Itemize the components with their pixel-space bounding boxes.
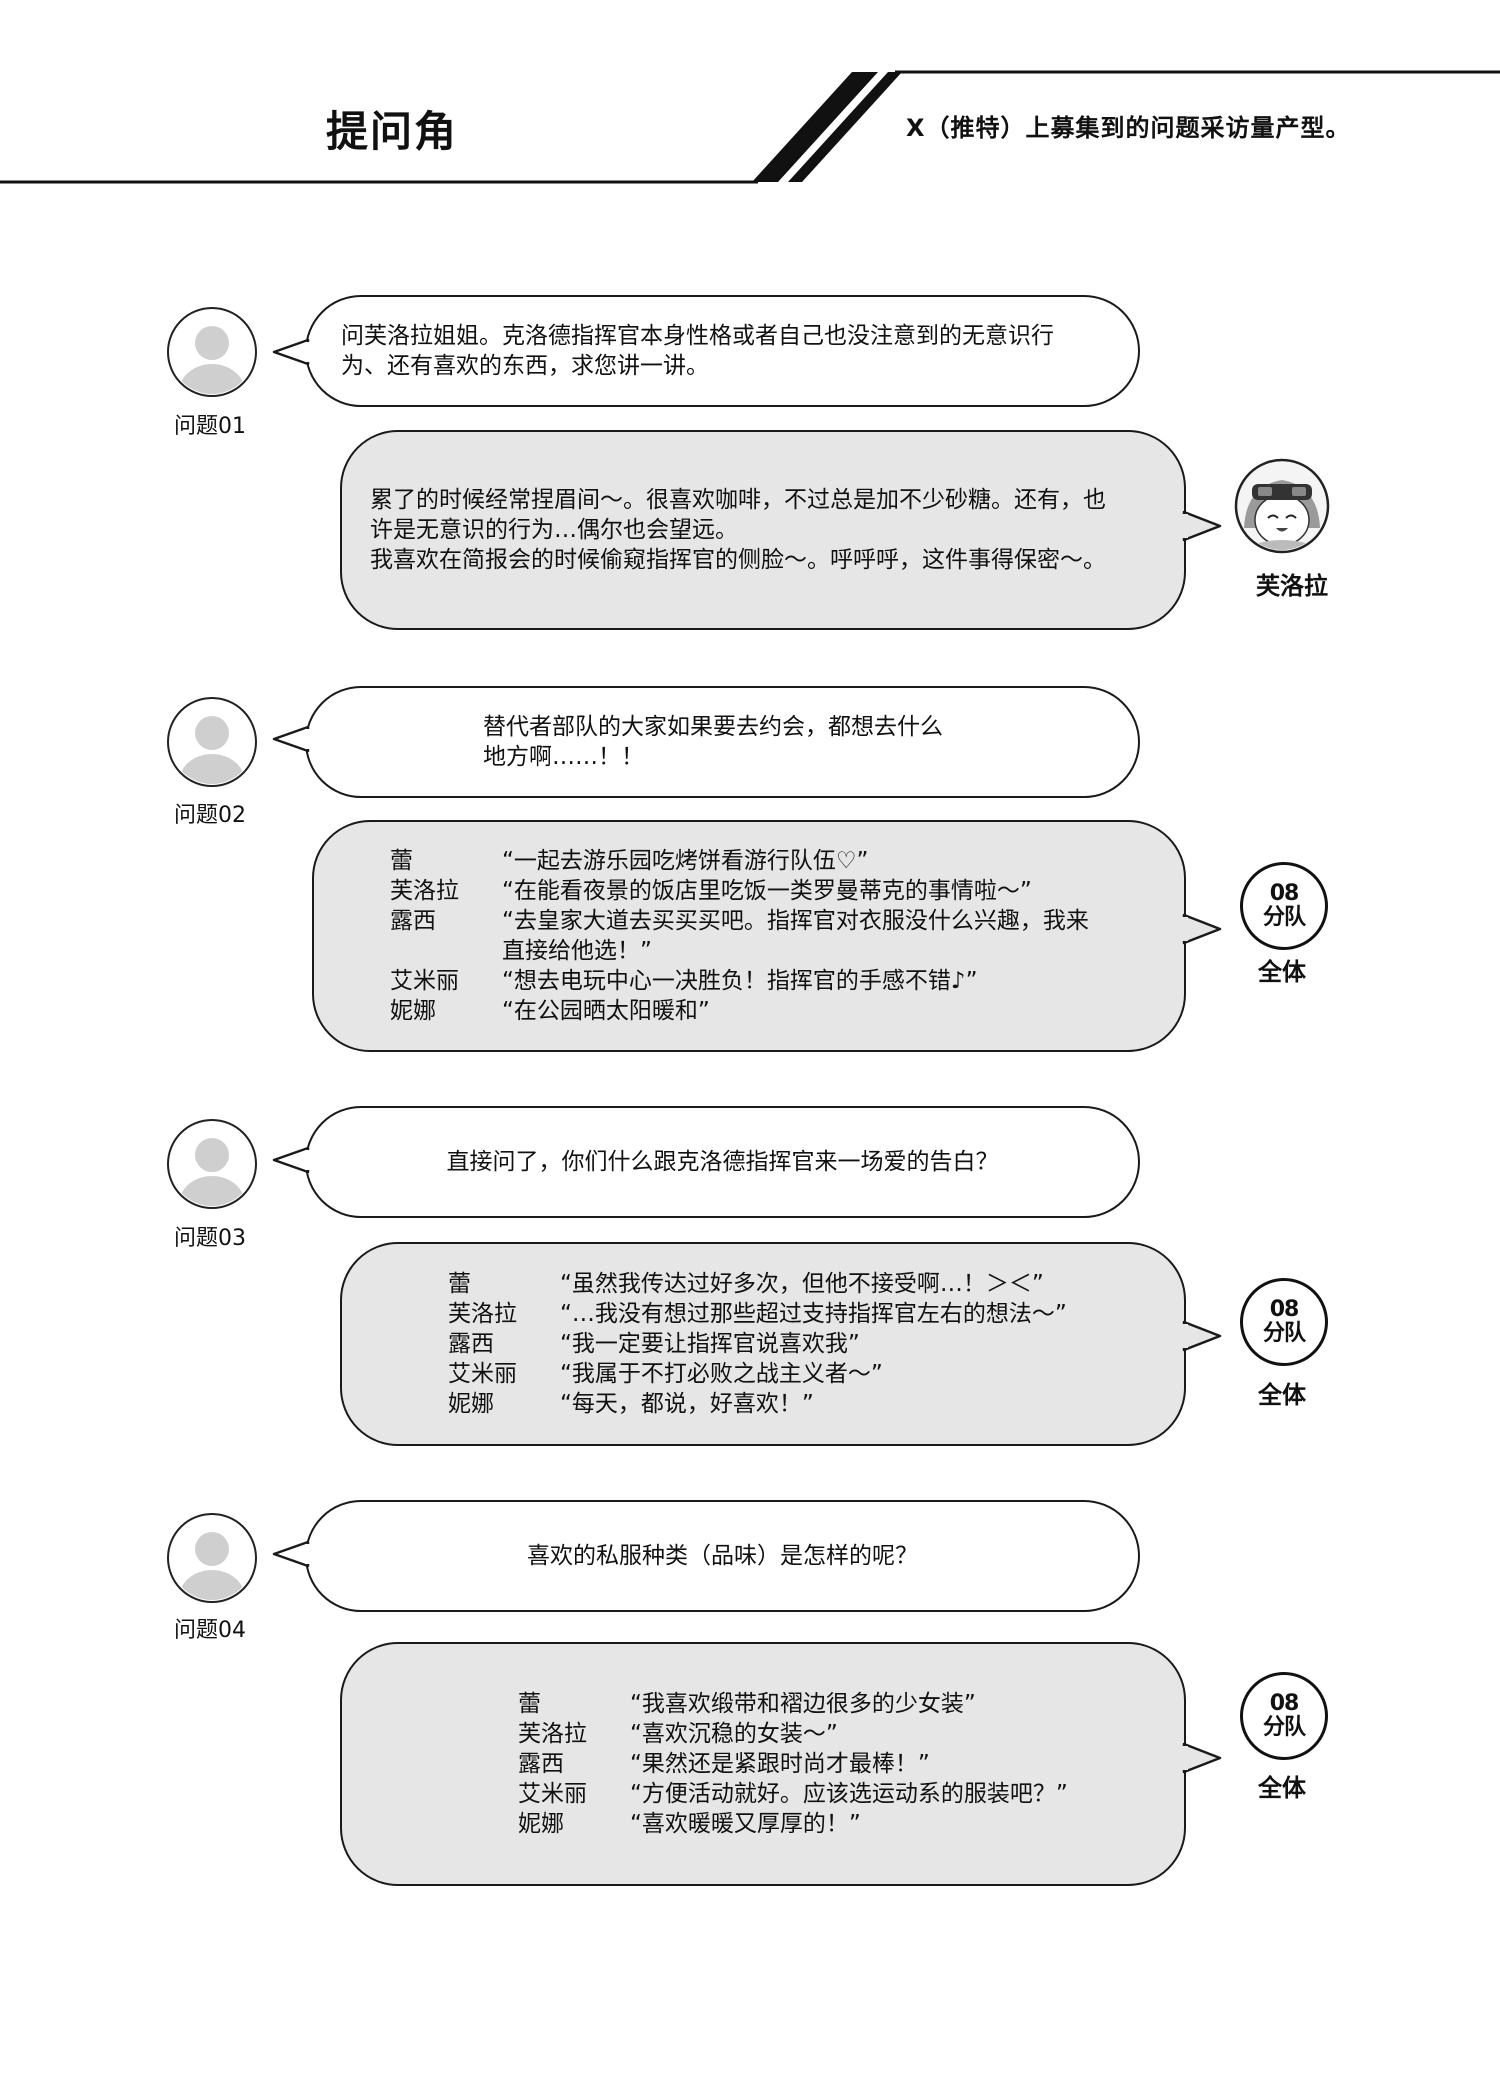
question-label: 问题03 [174, 1226, 246, 1251]
header-decoration [0, 70, 1500, 184]
badge-text: 分队 [1262, 1715, 1306, 1740]
answer-quote: “虽然我传达过好多次，但他不接受啊…！＞＜” [560, 1271, 1044, 1297]
page-title: 提问角 [326, 107, 459, 156]
answer-list: 蕾 “虽然我传达过好多次，但他不接受啊…！＞＜” 芙洛拉 “…我没有想过那些超过支持… [448, 1269, 1067, 1419]
speaker-name: 艾米丽 [518, 1781, 587, 1807]
squad-badge-icon: 08 分队 [1240, 1278, 1328, 1366]
badge-number: 08 [1269, 881, 1300, 906]
answer-list: 蕾 “我喜欢缎带和褶边很多的少女装” 芙洛拉 “喜欢沉稳的女装～” 露西 “果然还是紧… [518, 1689, 1068, 1839]
responder-name: 全体 [1258, 958, 1306, 986]
answer-row: 艾米丽 “想去电玩中心一决胜负！指挥官的手感不错♪” [390, 966, 1089, 996]
answer-quote: “每天，都说，好喜欢！” [560, 1391, 814, 1417]
bubble-tail [1182, 510, 1222, 542]
speaker-name: 蕾 [390, 848, 413, 874]
answer-bubble: 蕾 “一起去游乐园吃烤饼看游行队伍♡” 芙洛拉 “在能看夜景的饭店里吃饭一类罗曼蒂克… [312, 820, 1186, 1052]
answer-bubble: 蕾 “我喜欢缎带和褶边很多的少女装” 芙洛拉 “喜欢沉稳的女装～” 露西 “果然还是紧… [340, 1642, 1186, 1886]
answer-row: 芙洛拉 “喜欢沉稳的女装～” [518, 1719, 1068, 1749]
question-bubble: 问芙洛拉姐姐。克洛德指挥官本身性格或者自己也没注意到的无意识行 为、还有喜欢的东… [305, 295, 1140, 407]
question-text: 喜欢的私服种类（品味）是怎样的呢？ [527, 1543, 918, 1569]
speaker-name: 蕾 [518, 1691, 541, 1717]
question-bubble: 直接问了，你们什么跟克洛德指挥官来一场爱的告白？ [305, 1106, 1140, 1218]
question-text: 替代者部队的大家如果要去约会，都想去什么 地方啊……！！ [483, 714, 943, 770]
speaker-name: 艾米丽 [448, 1361, 517, 1387]
speaker-name: 妮娜 [518, 1811, 564, 1837]
bubble-tail [1182, 1320, 1222, 1352]
speaker-name: 露西 [390, 908, 436, 934]
answer-row: 芙洛拉 “…我没有想过那些超过支持指挥官左右的想法～” [448, 1299, 1067, 1329]
answer-bubble: 累了的时候经常捏眉间～。很喜欢咖啡，不过总是加不少砂糖。还有，也 许是无意识的行… [340, 430, 1186, 630]
speaker-name: 妮娜 [448, 1391, 494, 1417]
responder-name: 芙洛拉 [1256, 572, 1328, 600]
badge-number: 08 [1269, 1691, 1300, 1716]
answer-quote: “我喜欢缎带和褶边很多的少女装” [630, 1691, 976, 1717]
question-text: 问芙洛拉姐姐。克洛德指挥官本身性格或者自己也没注意到的无意识行 为、还有喜欢的东… [341, 323, 1054, 379]
question-bubble: 替代者部队的大家如果要去约会，都想去什么 地方啊……！！ [305, 686, 1140, 798]
answer-row: 艾米丽 “方便活动就好。应该选运动系的服装吧？” [518, 1779, 1068, 1809]
answer-quote: “我一定要让指挥官说喜欢我” [560, 1331, 860, 1357]
bubble-tail [1182, 1742, 1222, 1774]
answer-row: 蕾 “我喜欢缎带和褶边很多的少女装” [518, 1689, 1068, 1719]
speaker-name: 芙洛拉 [390, 878, 459, 904]
answer-quote: “方便活动就好。应该选运动系的服装吧？” [630, 1781, 1068, 1807]
question-label: 问题02 [174, 803, 246, 828]
answer-quote: “我属于不打必败之战主义者～” [560, 1361, 883, 1387]
answer-row: 蕾 “一起去游乐园吃烤饼看游行队伍♡” [390, 846, 1089, 876]
bubble-tail [272, 338, 310, 366]
character-avatar-icon [1234, 458, 1330, 558]
answer-quote: “想去电玩中心一决胜负！指挥官的手感不错♪” [502, 968, 978, 994]
answer-row: 芙洛拉 “在能看夜景的饭店里吃饭一类罗曼蒂克的事情啦～” [390, 876, 1089, 906]
responder-name: 全体 [1258, 1381, 1306, 1409]
answer-bubble: 蕾 “虽然我传达过好多次，但他不接受啊…！＞＜” 芙洛拉 “…我没有想过那些超过支持… [340, 1242, 1186, 1446]
answer-quote: “在公园晒太阳暖和” [502, 998, 710, 1024]
avatar-placeholder-icon [166, 1512, 258, 1608]
speaker-name: 妮娜 [390, 998, 436, 1024]
badge-number: 08 [1269, 1297, 1300, 1322]
answer-quote: “果然还是紧跟时尚才最棒！” [630, 1751, 930, 1777]
question-bubble: 喜欢的私服种类（品味）是怎样的呢？ [305, 1500, 1140, 1612]
answer-text: 累了的时候经常捏眉间～。很喜欢咖啡，不过总是加不少砂糖。还有，也 许是无意识的行… [370, 487, 1106, 573]
answer-row: 艾米丽 “我属于不打必败之战主义者～” [448, 1359, 1067, 1389]
question-label: 问题01 [174, 414, 246, 439]
answer-quote: “喜欢暖暖又厚厚的！” [630, 1811, 861, 1837]
answer-row: 露西 “我一定要让指挥官说喜欢我” [448, 1329, 1067, 1359]
answer-row: 露西 “去皇家大道去买买买吧。指挥官对衣服没什么兴趣，我来 直接给他选！” [390, 906, 1089, 966]
speaker-name: 芙洛拉 [448, 1301, 517, 1327]
answer-row: 妮娜 “每天，都说，好喜欢！” [448, 1389, 1067, 1419]
bubble-tail [272, 725, 310, 753]
answer-row: 妮娜 “喜欢暖暖又厚厚的！” [518, 1809, 1068, 1839]
avatar-placeholder-icon [166, 1118, 258, 1214]
speaker-name: 艾米丽 [390, 968, 459, 994]
answer-row: 露西 “果然还是紧跟时尚才最棒！” [518, 1749, 1068, 1779]
responder-name: 全体 [1258, 1774, 1306, 1802]
badge-text: 分队 [1262, 905, 1306, 930]
avatar-placeholder-icon [166, 306, 258, 402]
question-text: 直接问了，你们什么跟克洛德指挥官来一场爱的告白？ [446, 1149, 999, 1175]
speaker-name: 蕾 [448, 1271, 471, 1297]
answer-list: 蕾 “一起去游乐园吃烤饼看游行队伍♡” 芙洛拉 “在能看夜景的饭店里吃饭一类罗曼蒂克… [390, 846, 1089, 1026]
speaker-name: 露西 [518, 1751, 564, 1777]
question-label: 问题04 [174, 1618, 246, 1643]
answer-row: 妮娜 “在公园晒太阳暖和” [390, 996, 1089, 1026]
answer-quote: “喜欢沉稳的女装～” [630, 1721, 838, 1747]
answer-quote: “…我没有想过那些超过支持指挥官左右的想法～” [560, 1301, 1067, 1327]
squad-badge-icon: 08 分队 [1240, 1672, 1328, 1760]
squad-badge-icon: 08 分队 [1240, 862, 1328, 950]
speaker-name: 芙洛拉 [518, 1721, 587, 1747]
answer-quote: “去皇家大道去买买买吧。指挥官对衣服没什么兴趣，我来 直接给他选！” [502, 908, 1089, 964]
bubble-tail [272, 1540, 310, 1568]
bubble-tail [272, 1146, 310, 1174]
answer-quote: “在能看夜景的饭店里吃饭一类罗曼蒂克的事情啦～” [502, 878, 1032, 904]
bubble-tail [1182, 913, 1222, 945]
page-subtitle: X（推特）上募集到的问题采访量产型。 [906, 114, 1351, 142]
badge-text: 分队 [1262, 1321, 1306, 1346]
answer-row: 蕾 “虽然我传达过好多次，但他不接受啊…！＞＜” [448, 1269, 1067, 1299]
answer-quote: “一起去游乐园吃烤饼看游行队伍♡” [502, 848, 869, 874]
avatar-placeholder-icon [166, 696, 258, 792]
speaker-name: 露西 [448, 1331, 494, 1357]
